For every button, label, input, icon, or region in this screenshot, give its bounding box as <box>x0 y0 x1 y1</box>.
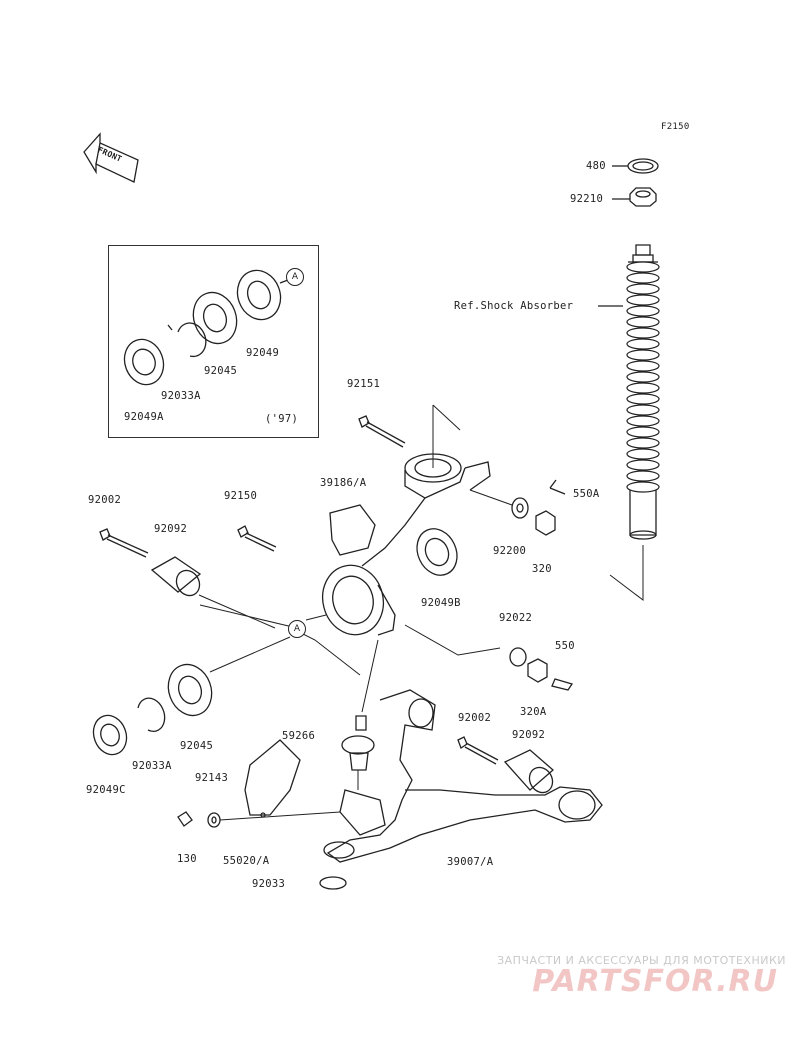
shock-absorber <box>627 158 659 540</box>
part-480: 480 <box>586 160 606 172</box>
watermark-logo: PARTSFOR.RU <box>532 964 778 999</box>
bushing-lower <box>457 736 554 794</box>
bushing-upper <box>150 556 276 629</box>
bellows-rib <box>626 382 660 394</box>
part-92049b: 92049B <box>421 597 461 609</box>
kit-part-92045: 92045 <box>204 365 238 377</box>
bellows-rib <box>626 272 660 284</box>
a-arm <box>323 689 603 863</box>
steering-knuckle <box>321 404 513 636</box>
bellows-rib <box>626 316 660 328</box>
part-39007a: 39007/A <box>447 856 494 868</box>
part-59266: 59266 <box>282 730 316 742</box>
bellows-rib <box>626 349 660 361</box>
part-550a: 550A <box>573 488 600 500</box>
front-arrow-icon <box>83 132 139 183</box>
ball-joint <box>341 639 379 790</box>
kit-part-92033a: 92033A <box>161 390 201 402</box>
part-92092-lower: 92092 <box>512 729 546 741</box>
part-320a: 320A <box>520 706 547 718</box>
bellows-rib <box>626 448 660 460</box>
bellows-rib <box>626 261 660 273</box>
part-39186a: 39186/A <box>320 477 367 489</box>
kit-bearings <box>123 269 289 386</box>
callout-a: A <box>288 620 306 638</box>
part-92150: 92150 <box>224 490 258 502</box>
part-92151: 92151 <box>347 378 381 390</box>
part-92033a: 92033A <box>132 760 172 772</box>
shock-bellows <box>626 261 660 493</box>
guard-plate <box>177 739 341 828</box>
kit-callout-a: A <box>286 268 304 286</box>
circlip-92033 <box>319 876 347 890</box>
bearing-kit-box <box>108 245 319 438</box>
part-92143: 92143 <box>195 772 229 784</box>
bellows-rib <box>626 393 660 405</box>
part-55020a: 55020/A <box>223 855 270 867</box>
part-92092-upper: 92092 <box>154 523 188 535</box>
bellows-rib <box>626 426 660 438</box>
ref-shock-absorber: Ref.Shock Absorber <box>454 300 574 312</box>
part-92033: 92033 <box>252 878 286 890</box>
bellows-rib <box>626 404 660 416</box>
kit-part-92049a: 92049A <box>124 411 164 423</box>
bellows-rib <box>626 305 660 317</box>
part-92002-lower: 92002 <box>458 712 492 724</box>
bellows-rib <box>626 371 660 383</box>
bellows-rib <box>626 294 660 306</box>
part-92200: 92200 <box>493 545 527 557</box>
kit-year-note: ('97) <box>265 413 299 425</box>
bellows-rib <box>626 437 660 449</box>
bellows-rib <box>626 459 660 471</box>
bellows-rib <box>626 481 660 493</box>
nut-320 <box>511 479 566 536</box>
part-92045: 92045 <box>180 740 214 752</box>
part-130: 130 <box>177 853 197 865</box>
part-550: 550 <box>555 640 575 652</box>
part-92002-upper: 92002 <box>88 494 122 506</box>
bellows-rib <box>626 415 660 427</box>
nut-320A <box>404 624 574 691</box>
part-92022: 92022 <box>499 612 533 624</box>
bellows-rib <box>626 360 660 372</box>
bellows-rib <box>626 338 660 350</box>
bolts-upper <box>99 415 406 558</box>
figure-code: F2150 <box>661 122 690 132</box>
kit-part-92049: 92049 <box>246 347 280 359</box>
part-320: 320 <box>532 563 552 575</box>
part-92049c: 92049C <box>86 784 126 796</box>
bellows-rib <box>626 283 660 295</box>
bellows-rib <box>626 470 660 482</box>
watermark-tagline: ЗАПЧАСТИ И АКСЕССУАРЫ ДЛЯ МОТОТЕХНИКИ <box>497 954 786 967</box>
lower-bearings <box>92 663 213 756</box>
bellows-rib <box>626 327 660 339</box>
part-92210: 92210 <box>570 193 604 205</box>
